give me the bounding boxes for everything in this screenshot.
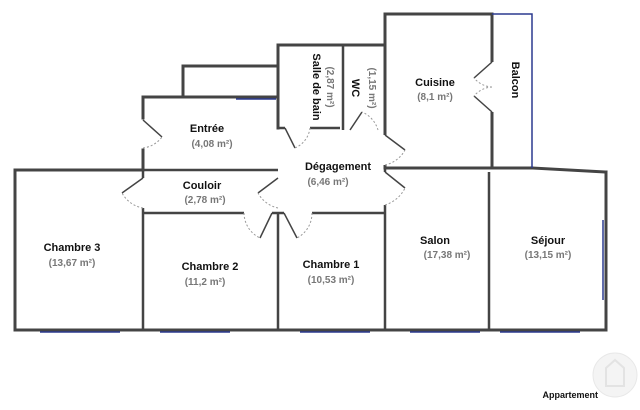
room-chambre3: Chambre 3 (13,67 m²): [44, 242, 101, 269]
room-name-couloir: Couloir: [183, 180, 222, 192]
room-area-salon: (17,38 m²): [424, 250, 471, 261]
room-name-cuisine: Cuisine: [415, 77, 455, 89]
room-couloir: Couloir (2,78 m²): [183, 180, 226, 206]
room-name-chambre1: Chambre 1: [303, 259, 360, 271]
walls: [13, 12, 608, 332]
room-area-chambre2: (11,2 m²): [185, 277, 226, 288]
doors: [121, 61, 495, 239]
room-area-chambre3: (13,67 m²): [49, 258, 96, 269]
room-degagement: Dégagement (6,46 m²): [305, 161, 371, 188]
room-cuisine: Cuisine (8,1 m²): [415, 77, 455, 103]
room-area-couloir: (2,78 m²): [184, 195, 225, 206]
room-area-chambre1: (10,53 m²): [308, 275, 355, 286]
room-salon: Salon (17,38 m²): [420, 235, 470, 261]
room-sejour: Séjour (13,15 m²): [525, 235, 572, 261]
room-name-chambre2: Chambre 2: [182, 261, 239, 273]
room-name-sdb: Salle de bain: [310, 53, 322, 121]
room-wc: WC (1,15 m²): [349, 67, 377, 108]
room-area-wc: (1,15 m²): [366, 67, 377, 108]
room-chambre2: Chambre 2 (11,2 m²): [182, 261, 239, 288]
room-area-degagement: (6,46 m²): [307, 177, 348, 188]
room-sdb: Salle de bain (2,87 m²): [310, 53, 335, 121]
room-name-entree: Entrée: [190, 123, 224, 135]
room-name-salon: Salon: [420, 235, 450, 247]
room-balcon: Balcon: [509, 62, 521, 99]
watermark-logo-icon: [592, 352, 638, 398]
room-name-sejour: Séjour: [531, 235, 566, 247]
room-area-entree: (4,08 m²): [191, 139, 232, 150]
room-name-balcon: Balcon: [509, 62, 521, 99]
room-area-sdb: (2,87 m²): [324, 66, 335, 107]
windows: [40, 13, 604, 333]
plan-title: Appartement: [542, 390, 598, 400]
room-area-cuisine: (8,1 m²): [417, 92, 453, 103]
room-area-sejour: (13,15 m²): [525, 250, 572, 261]
room-entree: Entrée (4,08 m²): [190, 123, 233, 150]
room-chambre1: Chambre 1 (10,53 m²): [303, 259, 360, 286]
room-name-chambre3: Chambre 3: [44, 242, 101, 254]
room-name-wc: WC: [349, 79, 361, 97]
room-name-degagement: Dégagement: [305, 161, 371, 173]
